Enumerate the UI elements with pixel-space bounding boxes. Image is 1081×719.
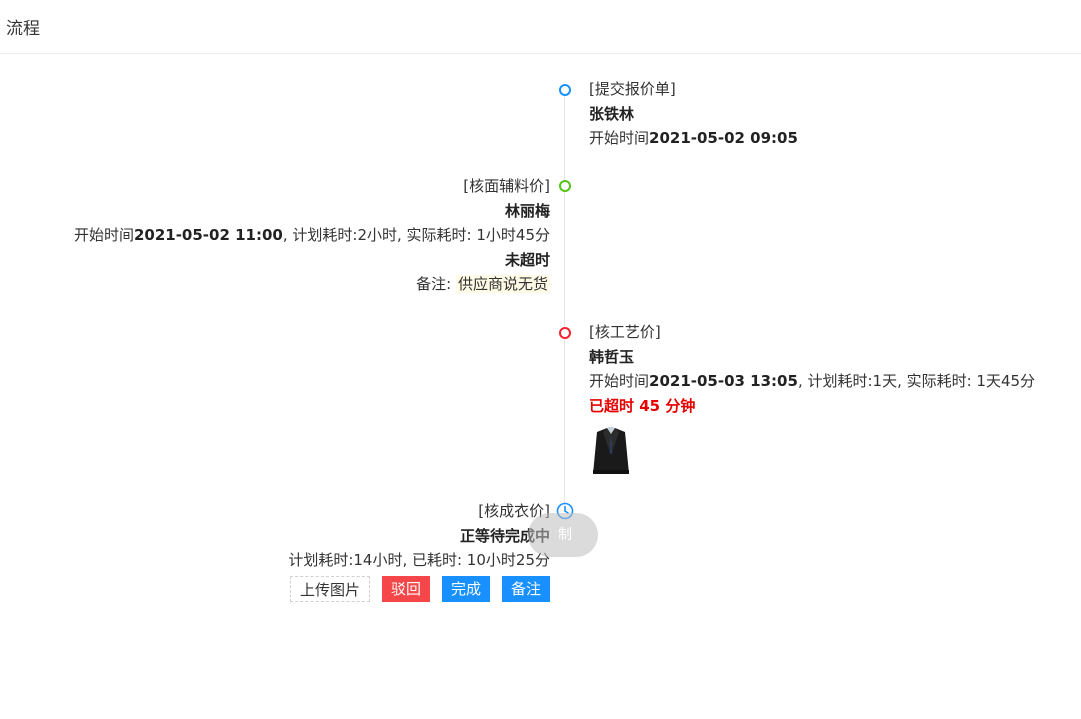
- step-time-line: 开始时间2021-05-02 11:00, 计划耗时:2小时, 实际耗时: 1小…: [74, 223, 550, 248]
- timeline-dot-step-1: [559, 84, 571, 96]
- loading-toast: 制: [528, 513, 598, 557]
- note-text: 供应商说无货: [455, 275, 550, 293]
- status-badge: 已超时 45 分钟: [589, 396, 696, 415]
- step-name: [核面辅料价]: [463, 177, 550, 195]
- step-person: 张铁林: [589, 104, 635, 123]
- plan-text: , 计划耗时:2小时, 实际耗时: 1小时45分: [282, 226, 550, 244]
- page-title: 流程: [6, 19, 40, 39]
- start-label: 开始时间: [73, 226, 134, 244]
- timeline-step-4: [核成衣价] 正等待完成中 计划耗时:14小时, 已耗时: 10小时25分 上传…: [288, 499, 550, 602]
- plan-text: 计划耗时:14小时, 已耗时: 10小时25分: [288, 551, 550, 569]
- reject-button[interactable]: 驳回: [381, 575, 430, 602]
- status-badge: 未超时: [504, 250, 550, 269]
- note-line: 备注: 供应商说无货: [74, 272, 550, 297]
- start-time: 2021-05-02 09:05: [649, 129, 798, 147]
- start-time: 2021-05-02 11:00: [133, 226, 283, 244]
- timeline-step-2: [核面辅料价] 林丽梅 开始时间2021-05-02 11:00, 计划耗时:2…: [74, 174, 550, 297]
- page-header: 流程: [0, 0, 1081, 54]
- timeline-dot-step-3: [559, 327, 571, 339]
- timeline-dot-step-2: [559, 180, 571, 192]
- start-time: 2021-05-03 13:05: [649, 372, 798, 390]
- note-button[interactable]: 备注: [501, 575, 550, 602]
- step-time-line: 开始时间2021-05-03 13:05, 计划耗时:1天, 实际耗时: 1天4…: [589, 369, 1035, 394]
- step-name: [核工艺价]: [589, 323, 661, 341]
- step-time-line: 开始时间2021-05-02 09:05: [589, 126, 798, 151]
- step-name: [核成衣价]: [478, 502, 550, 520]
- start-label: 开始时间: [589, 372, 650, 390]
- start-label: 开始时间: [589, 129, 650, 147]
- timeline-step-1: [提交报价单] 张铁林 开始时间2021-05-02 09:05: [589, 77, 798, 151]
- note-label: 备注:: [416, 275, 456, 293]
- timeline-axis: [564, 94, 565, 514]
- upload-image-button[interactable]: 上传图片: [289, 575, 370, 602]
- action-buttons: 上传图片 驳回 完成 备注: [288, 575, 550, 602]
- step-person: 韩哲玉: [589, 347, 635, 366]
- timeline-step-3: [核工艺价] 韩哲玉 开始时间2021-05-03 13:05, 计划耗时:1天…: [589, 320, 1035, 476]
- step-name: [提交报价单]: [589, 80, 676, 98]
- step-person: 林丽梅: [504, 201, 550, 220]
- status-badge: 正等待完成中: [459, 526, 550, 545]
- plan-text: , 计划耗时:1天, 实际耗时: 1天45分: [797, 372, 1036, 390]
- suit-image-icon[interactable]: [589, 424, 633, 476]
- complete-button[interactable]: 完成: [441, 575, 490, 602]
